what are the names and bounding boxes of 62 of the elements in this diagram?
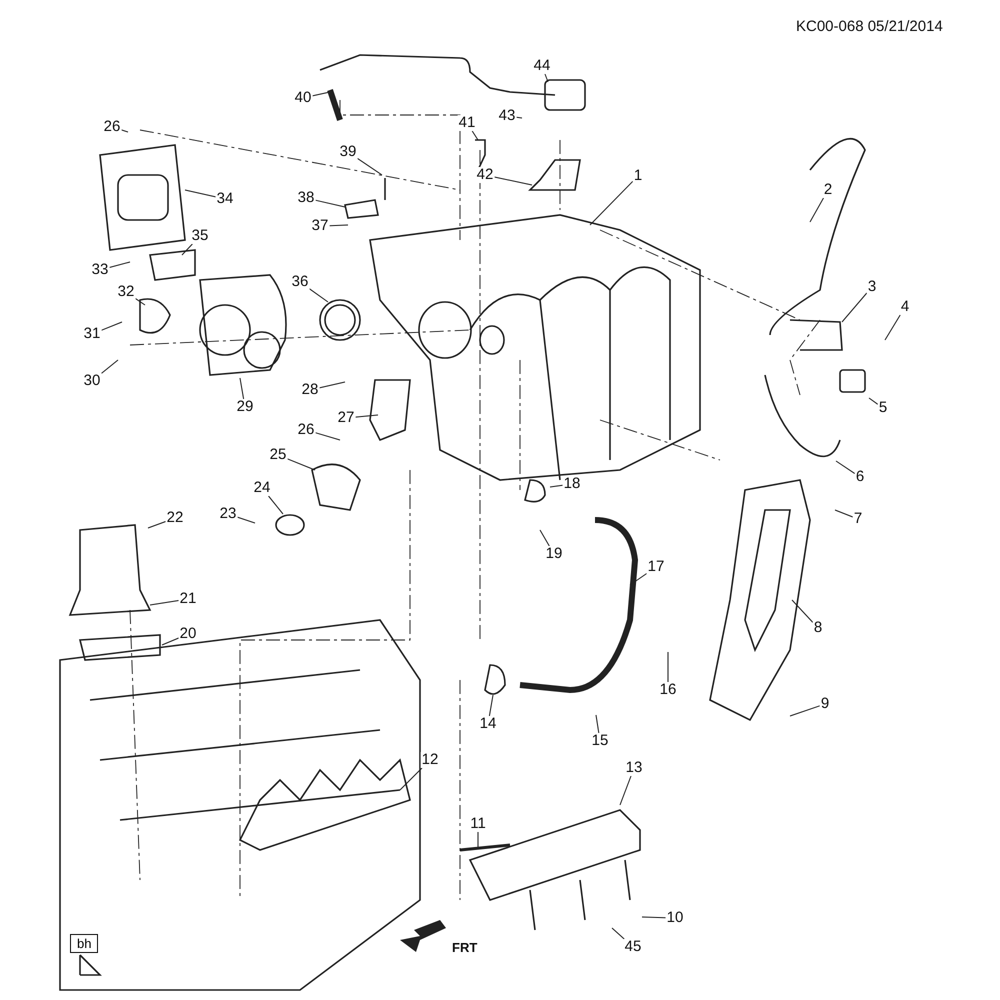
callout-number: 1 [632,168,644,184]
drawing-code-text: KC00-068 05/21/2014 [796,18,943,35]
leader-line [544,74,548,82]
leader-line [150,600,180,606]
leader-line [354,414,378,418]
callout-number: 3 [866,279,878,295]
leader-line [240,378,244,400]
leader-line [836,460,856,474]
callout-number: 24 [252,480,272,496]
callout-number: 2 [822,182,834,198]
leader-line [162,638,180,646]
leader-line [842,292,868,322]
callout-number: 12 [420,752,440,768]
leader-line [100,322,122,331]
leader-line [100,360,118,374]
leader-line [328,224,348,226]
callout-number: 36 [290,274,310,290]
leader-line [494,176,532,186]
leader-line [792,600,814,623]
leader-line [108,262,130,268]
leader-line [868,398,878,405]
leader-line [312,92,330,96]
leader-line [630,573,648,586]
leader-line [314,200,346,208]
leader-line [620,776,632,806]
leader-line [148,521,166,528]
direction-label: FRT [452,940,478,955]
callout-number: 17 [646,559,666,575]
leader-line [400,768,422,790]
callout-number: 13 [624,760,644,776]
leader-line [314,432,340,440]
code-box: bh [70,934,98,953]
leader-line [834,510,854,518]
leader-line [550,484,564,488]
leader-line [286,458,316,470]
callout-number: 44 [532,58,552,74]
leader-line [308,288,328,302]
leader-line [540,530,550,546]
callout-number: 32 [116,284,136,300]
leader-line [590,180,634,226]
leader-line [236,516,256,524]
leader-line [642,916,666,918]
leader-line [612,928,625,940]
leader-line [596,714,600,734]
leader-line [472,130,478,140]
callout-number: 41 [458,115,476,131]
callout-number: 4 [900,299,910,315]
leader-line [790,705,820,716]
leader-line [488,694,494,716]
leader-line [182,244,193,256]
leader-line [356,158,382,176]
callout-number: 35 [190,228,210,244]
leader-line [516,116,522,118]
leader-line [884,314,901,340]
callout-number: 42 [476,167,494,183]
leader-line [268,496,284,514]
leader-line [134,298,146,306]
leader-line [184,190,216,198]
leader-line [810,198,824,222]
leader-line [318,382,346,388]
callout-number: 39 [338,144,358,160]
callout-number: 20 [178,626,198,642]
